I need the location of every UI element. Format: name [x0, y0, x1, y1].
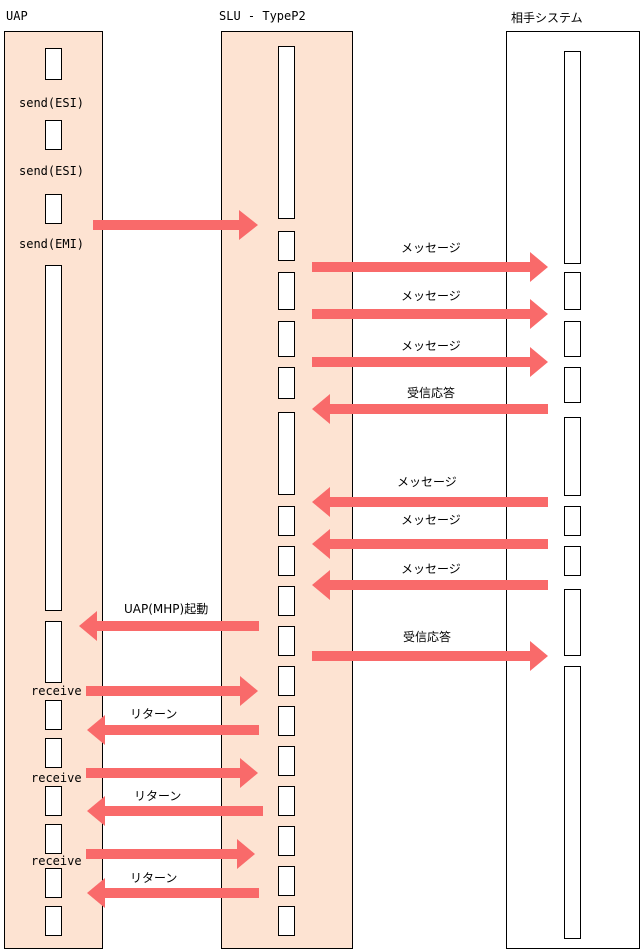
activation-box	[45, 120, 62, 150]
activation-box	[564, 417, 581, 496]
lane-title-slu: SLU - TypeP2	[219, 9, 306, 23]
activation-box	[564, 546, 581, 576]
message-arrows	[79, 210, 548, 908]
lane-title-partner: 相手システム	[511, 11, 583, 25]
label-message: メッセージ	[401, 562, 461, 576]
arrow-right	[312, 641, 548, 671]
activation-box	[45, 700, 62, 730]
arrow-left	[87, 796, 263, 826]
slu-activations	[278, 46, 295, 936]
label-send-emi: send(EMI)	[19, 237, 84, 251]
activation-box	[45, 906, 62, 936]
activation-box	[278, 412, 295, 495]
activation-box	[278, 46, 295, 219]
label-message: メッセージ	[401, 513, 461, 527]
activation-box	[278, 706, 295, 736]
label-send-esi: send(ESI)	[19, 164, 84, 178]
activation-box	[45, 48, 62, 80]
label-message: メッセージ	[401, 289, 461, 303]
label-return: リターン	[130, 707, 177, 721]
label-receive-ack: 受信応答	[403, 629, 451, 644]
activation-box	[564, 367, 581, 403]
activation-box	[278, 626, 295, 656]
arrow-left	[79, 611, 259, 641]
label-receive-ack: 受信応答	[407, 385, 455, 400]
arrow-right	[93, 210, 258, 240]
activation-box	[278, 786, 295, 816]
arrow-left	[87, 878, 259, 908]
arrow-left	[87, 715, 259, 745]
label-return: リターン	[130, 871, 177, 885]
activation-box	[278, 906, 295, 936]
arrow-left	[312, 529, 548, 559]
label-message: メッセージ	[401, 339, 461, 353]
arrow-right	[86, 676, 258, 706]
arrow-right	[312, 347, 548, 377]
activation-box	[45, 786, 62, 816]
label-receive: receive	[31, 771, 82, 785]
activation-box	[45, 868, 62, 898]
label-message: メッセージ	[397, 475, 457, 489]
label-receive: receive	[31, 684, 82, 698]
arrow-left	[312, 394, 548, 424]
activation-box	[45, 265, 62, 611]
partner-activations	[564, 51, 581, 939]
message-labels: send(ESI) send(ESI) send(EMI) メッセージ メッセー…	[19, 96, 461, 885]
arrow-right	[312, 299, 548, 329]
label-send-esi: send(ESI)	[19, 96, 84, 110]
activation-box	[278, 321, 295, 357]
uap-activations	[45, 48, 62, 936]
activation-box	[278, 586, 295, 616]
label-uap-start: UAP(MHP)起動	[124, 602, 208, 616]
activation-box	[278, 546, 295, 576]
activation-box	[278, 746, 295, 776]
activation-box	[278, 866, 295, 896]
activation-box	[278, 367, 295, 399]
label-receive: receive	[31, 854, 82, 868]
activation-box	[564, 321, 581, 357]
arrow-left	[312, 570, 548, 600]
arrow-right	[86, 839, 255, 869]
activation-box	[45, 738, 62, 768]
arrow-left	[312, 487, 548, 517]
activation-box	[45, 621, 62, 683]
activation-box	[278, 272, 295, 310]
arrow-right	[86, 758, 258, 788]
activation-box	[564, 272, 581, 310]
activation-box	[278, 666, 295, 696]
activation-box	[45, 194, 62, 224]
activation-box	[278, 826, 295, 856]
activation-box	[564, 666, 581, 939]
activation-box	[564, 506, 581, 536]
label-message: メッセージ	[401, 241, 461, 255]
lane-title-uap: UAP	[6, 9, 28, 23]
arrow-right	[312, 252, 548, 282]
activation-box	[564, 51, 581, 264]
activation-box	[278, 506, 295, 536]
activation-box	[45, 824, 62, 854]
label-return: リターン	[134, 789, 181, 803]
activation-box	[564, 589, 581, 656]
activation-box	[278, 231, 295, 261]
